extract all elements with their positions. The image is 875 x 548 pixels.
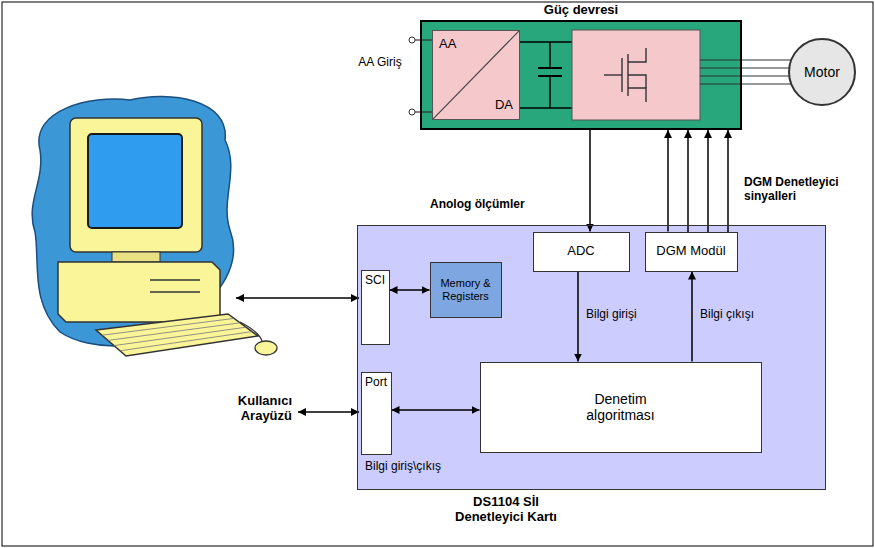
edge-label: Anolog ölçümler [430, 198, 525, 212]
node-text: ADC [567, 244, 594, 259]
port-box: Port [361, 372, 392, 455]
arrow-connector [577, 272, 579, 362]
input-terminal [409, 109, 415, 115]
adc-box: ADC [533, 232, 630, 272]
mouse [255, 341, 277, 355]
node-text: DGM Modül [656, 244, 725, 259]
controller-board: DS1104 SİI Denetleyici KartıSCIMemory & … [357, 225, 826, 490]
pwm-signal-arrow [707, 130, 709, 232]
keyboard [96, 314, 258, 356]
computer-case [58, 262, 220, 322]
arrow-connector [392, 409, 480, 411]
container-fill [420, 20, 742, 130]
mouse-cable [240, 322, 262, 342]
motor-circle: Motor [788, 38, 856, 106]
input-wire [415, 39, 432, 40]
node-text: Port [365, 376, 387, 390]
computer-illustration [32, 96, 277, 356]
dc-bus-wire [520, 41, 572, 43]
arrow-connector [390, 289, 430, 291]
power-circuit-box: Güç devresiAADA [420, 20, 742, 130]
drive-slot [150, 291, 200, 293]
dc-bus-wire [520, 107, 572, 109]
input-label: AA Giriş [356, 56, 404, 70]
monitor-case [70, 118, 202, 252]
node-text: SCI [365, 274, 385, 288]
edge-label: Bilgi giriş\çıkış [365, 460, 441, 474]
edge-label: Bilgi girişi [586, 308, 637, 322]
arrow-connector [667, 130, 669, 232]
arrow-connector [589, 130, 591, 232]
monitor-screen [88, 134, 182, 228]
pwm-signal-arrow [687, 130, 689, 232]
edge-label: DGM Denetleyici sinyalleri [744, 176, 866, 204]
pwm-signal-arrow [727, 130, 729, 232]
pwm-module-box: DGM Modül [645, 232, 738, 272]
node-text: DA [495, 98, 513, 113]
key-row [114, 327, 246, 345]
pc-link-arrow [236, 297, 359, 299]
diagonal-line [433, 31, 519, 119]
edge-label: Bilgi çıkışı [700, 308, 754, 322]
node-heading: Güç devresi [422, 3, 740, 18]
sci-box: SCI [361, 270, 390, 345]
monitor-stand [112, 252, 160, 262]
container-fill [357, 225, 826, 490]
capacitor-lead [549, 42, 551, 68]
capacitor-plate [538, 67, 562, 69]
key-row [120, 332, 252, 351]
input-terminal [409, 37, 415, 43]
arrow-connector [691, 272, 693, 362]
node-heading: DS1104 SİI Denetleyici Kartı [441, 495, 571, 525]
node-text: Memory & Registers [431, 277, 501, 302]
key-row [108, 323, 240, 341]
converter-box: AA DA [432, 30, 520, 120]
node-text: Motor [804, 64, 840, 80]
node-text: Denetim algoritması [566, 391, 676, 423]
user-interface-label: Kullanıcı Arayüzü [200, 394, 292, 424]
control-algorithm-box: Denetim algoritması [480, 362, 762, 453]
capacitor-lead [549, 76, 551, 108]
background-splash [32, 96, 233, 346]
keyboard-keys [102, 318, 252, 350]
inverter-box [572, 30, 700, 120]
drive-slot [150, 279, 200, 281]
memory-box: Memory & Registers [430, 262, 502, 318]
mosfet-symbol [604, 48, 646, 102]
input-wire [415, 111, 432, 112]
user-interface-arrow [298, 411, 359, 413]
node-text: AA [439, 37, 456, 52]
